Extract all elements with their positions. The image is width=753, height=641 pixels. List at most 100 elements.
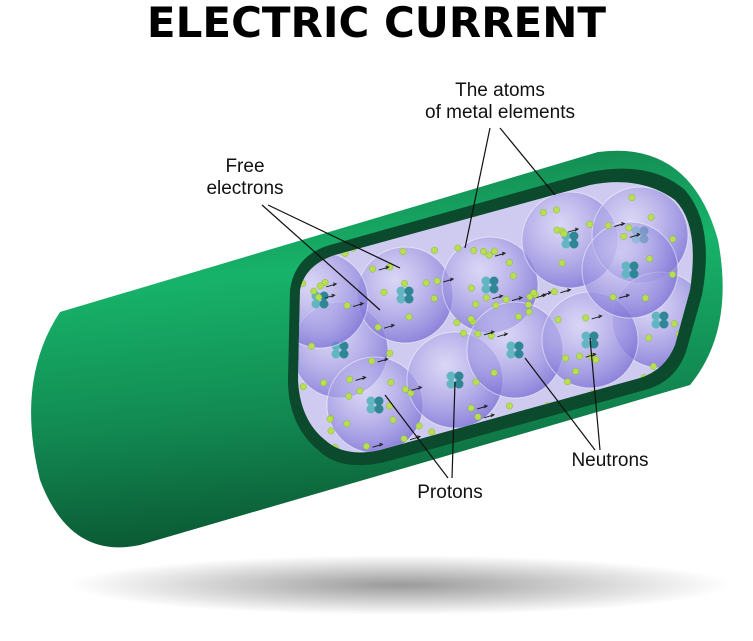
free-electron [515, 313, 523, 321]
free-electron [343, 302, 351, 309]
label-free-electrons: Free electrons [185, 156, 305, 200]
electron-direction-arrow [494, 251, 507, 257]
electron-direction-arrow [511, 296, 524, 302]
free-electron [539, 209, 547, 216]
free-electron [399, 248, 407, 255]
label-neutrons: Neutrons [571, 450, 649, 471]
free-electron [530, 289, 538, 297]
free-electron [386, 349, 394, 357]
free-electron [363, 442, 370, 450]
free-electron [472, 378, 480, 386]
free-electron [642, 433, 650, 440]
electron-direction-arrow [377, 357, 389, 363]
proton [366, 404, 376, 414]
leader-free-2 [267, 204, 401, 269]
free-electron [327, 427, 335, 435]
free-electron [401, 385, 409, 393]
diagram-title: ELECTRIC CURRENT [146, 0, 607, 47]
free-electron [328, 192, 336, 199]
leader-atoms-2 [499, 127, 556, 196]
neutron [569, 239, 579, 249]
proton [446, 379, 456, 389]
free-electron [428, 428, 436, 436]
free-electron [554, 316, 562, 324]
free-electron [321, 279, 329, 286]
free-electron [360, 186, 368, 194]
free-electron [467, 315, 475, 323]
free-electron [560, 230, 568, 238]
electron-direction-arrow [383, 323, 396, 329]
free-electron [506, 402, 513, 410]
free-electron [509, 443, 517, 451]
proton [446, 371, 456, 381]
proton [481, 284, 491, 294]
free-electron [628, 194, 636, 201]
free-electron [387, 378, 395, 386]
neutron [569, 231, 579, 241]
free-electron [472, 300, 480, 308]
proton [481, 276, 491, 286]
free-electron [562, 354, 570, 362]
neutron [454, 371, 464, 381]
electron-direction-arrow [372, 442, 384, 448]
neutron [489, 284, 499, 294]
free-electron [658, 410, 665, 418]
free-electron [407, 389, 415, 397]
free-electron [572, 367, 580, 375]
proton [651, 319, 661, 329]
free-electron [490, 247, 498, 255]
neutron [319, 299, 329, 309]
free-electron [320, 379, 328, 387]
free-electron [662, 438, 670, 446]
label-atoms-line2: of metal elements [425, 102, 575, 123]
electron-direction-arrow [567, 227, 580, 233]
proton [581, 339, 591, 349]
neutron [454, 379, 464, 389]
leader-neutrons-2 [589, 337, 601, 451]
free-electron [553, 226, 561, 234]
free-electron [328, 204, 336, 212]
leader-free-1 [261, 204, 381, 311]
label-atoms: The atoms of metal elements [405, 80, 595, 124]
label-free-line1: Free [225, 156, 265, 177]
electron-direction-arrow [326, 282, 338, 288]
free-electron [550, 288, 558, 296]
free-electron [433, 277, 441, 285]
free-electron [315, 293, 323, 301]
free-electron [505, 259, 513, 266]
neutron [374, 396, 384, 406]
free-electron [310, 287, 318, 295]
free-electron [316, 282, 324, 290]
electron-direction-arrow [371, 196, 383, 202]
free-electron [603, 424, 611, 432]
electron-direction-arrow [629, 232, 641, 238]
proton [581, 331, 591, 341]
free-electron [470, 247, 478, 254]
electron-direction-arrow [560, 288, 572, 294]
electron-direction-arrow [591, 314, 603, 320]
free-electron [669, 235, 677, 243]
free-electron [454, 244, 462, 252]
free-electron [576, 352, 584, 360]
free-electron [306, 226, 313, 234]
proton [651, 311, 661, 321]
free-electron [509, 272, 517, 280]
electron-direction-arrow [443, 277, 455, 283]
proton [561, 239, 571, 249]
free-electron [485, 251, 493, 259]
neutron [589, 339, 599, 349]
atom [581, 221, 679, 319]
free-electron [646, 255, 653, 263]
free-electron [431, 246, 439, 254]
free-electron [625, 224, 633, 232]
electron-direction-arrow [411, 385, 423, 391]
free-electron [343, 420, 351, 428]
free-electron [490, 369, 498, 377]
label-leader-lines [261, 127, 601, 479]
proton [366, 396, 376, 406]
free-electron [365, 199, 373, 207]
free-electron [400, 435, 408, 443]
free-electron [405, 313, 413, 321]
free-electron [558, 259, 566, 267]
